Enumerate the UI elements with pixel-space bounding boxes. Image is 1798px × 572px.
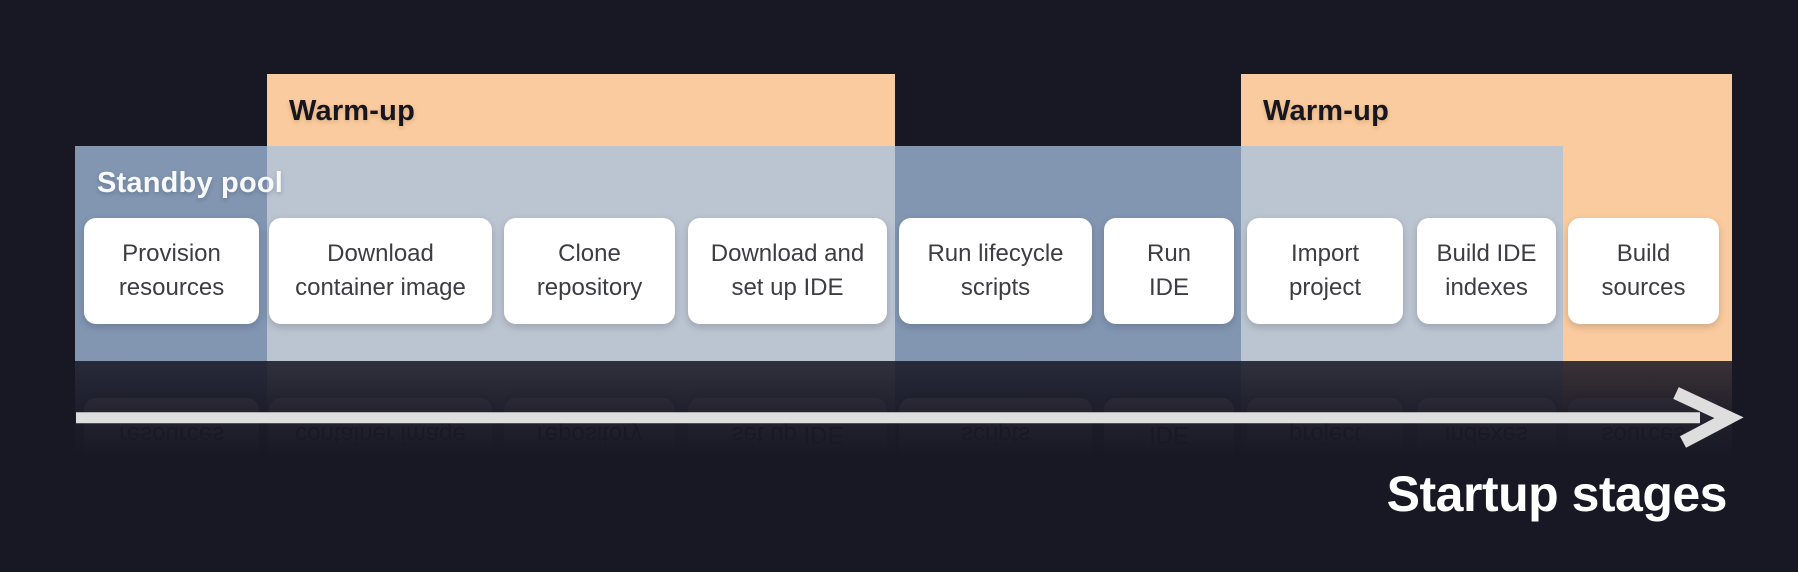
stage-box-run-lifecycle-scripts: Run lifecycle scripts [899,218,1092,324]
stage-box-download-set-up-ide: Download and set up IDE [688,218,887,324]
stage-box-build-ide-indexes: Build IDE indexes [1417,218,1556,324]
warmup-band-1-label: Warm-up [289,95,415,127]
stage-box-build-sources: Build sources [1568,218,1719,324]
warmup-band-2-label: Warm-up [1263,95,1389,127]
stage-box-provision-resources: Provision resources [84,218,259,324]
timeline-right-arrow-icon [76,387,1744,448]
stage-box-clone-repository: Clone repository [504,218,675,324]
stage-box-download-container-image: Download container image [269,218,492,324]
axis-label-startup-stages: Startup stages [1386,466,1728,522]
stage-box-run-ide: Run IDE [1104,218,1234,324]
standby-pool-band-label: Standby pool [97,167,284,199]
diagram-scene: Warm-up Warm-up Standby pool Provision r… [0,74,1798,361]
stage-box-import-project: Import project [1247,218,1403,324]
